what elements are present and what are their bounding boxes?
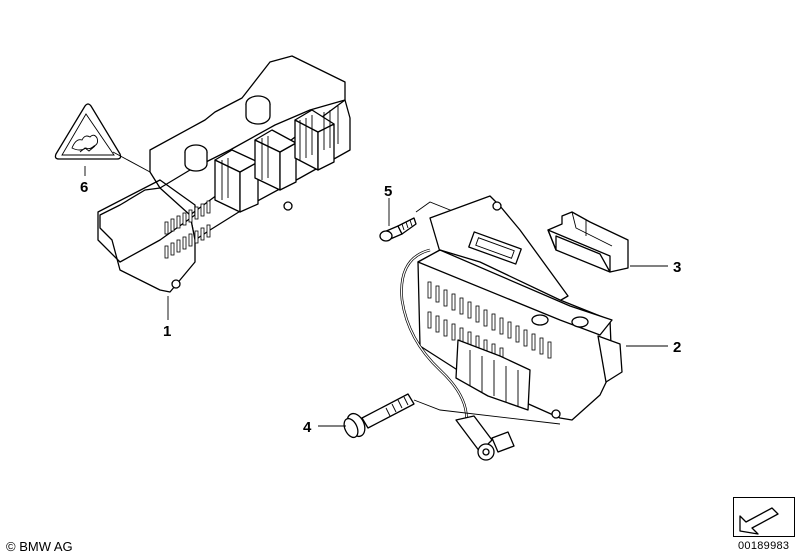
navigation-box [733,497,795,537]
callout-3: 3 [673,259,681,276]
leader-line-4b [413,399,561,425]
callout-5: 5 [384,183,392,200]
callout-2: 2 [673,339,681,356]
callout-1: 1 [163,323,171,340]
fuse-box-part-2[interactable] [400,195,623,461]
cover-cap-part-3[interactable] [547,211,629,273]
callout-4: 4 [303,419,312,436]
warning-label-icon[interactable] [54,103,122,160]
callout-6: 6 [80,179,88,196]
leader-line-6 [112,151,151,173]
bolt-part-4[interactable] [341,393,415,440]
fuse-carrier-part-1[interactable] [97,55,351,293]
copyright-text: © BMW AG [6,539,73,554]
screw-part-5[interactable] [379,217,417,242]
reference-number: 00189983 [738,540,790,552]
